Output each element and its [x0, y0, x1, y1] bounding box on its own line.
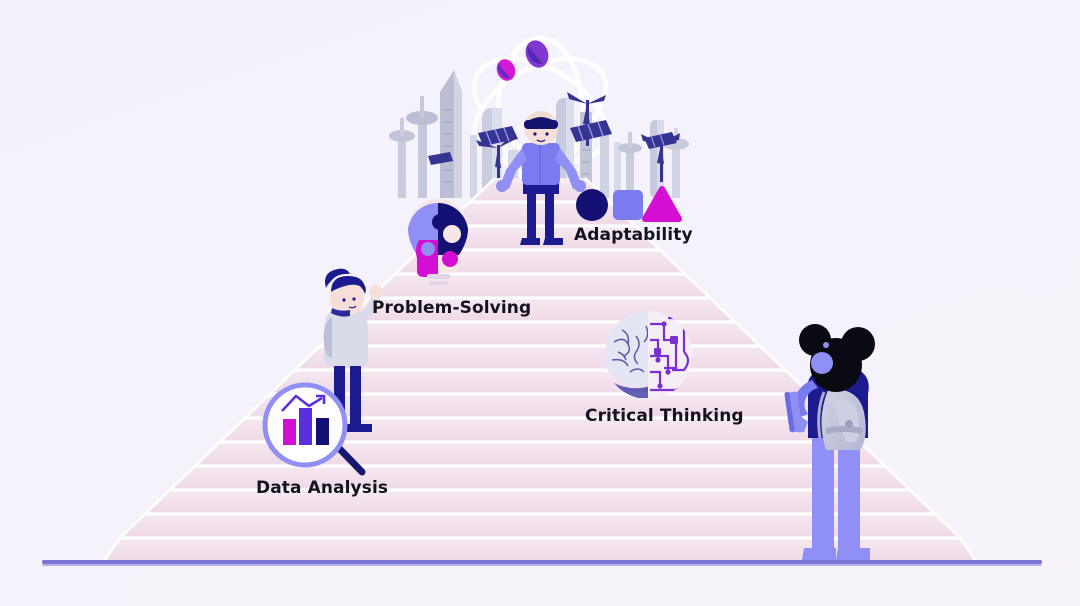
atom-electrons: [496, 40, 549, 81]
milestone-label-data-analysis: Data Analysis: [256, 478, 389, 498]
solar-panel-icon: [570, 120, 612, 142]
solar-panel-icon: [478, 126, 518, 146]
person-at-summit: [496, 111, 586, 245]
solar-panel-icon: [428, 152, 453, 165]
student-with-backpack: [784, 324, 875, 560]
milestone-label-problem-solving: Problem-Solving: [372, 298, 532, 318]
ground-line: [42, 560, 1042, 566]
person-climbing-lower: [323, 268, 383, 432]
milestone-label-adaptability: Adaptability: [574, 225, 693, 245]
solar-panel-icon: [644, 132, 677, 149]
magnifier-bar-chart-icon: [262, 382, 366, 476]
puzzle-lightbulb-icon: [408, 199, 468, 285]
shapes-icon: [576, 186, 682, 222]
milestone-label-critical-thinking: Critical Thinking: [585, 406, 744, 426]
wind-turbine-icon: [567, 92, 606, 146]
